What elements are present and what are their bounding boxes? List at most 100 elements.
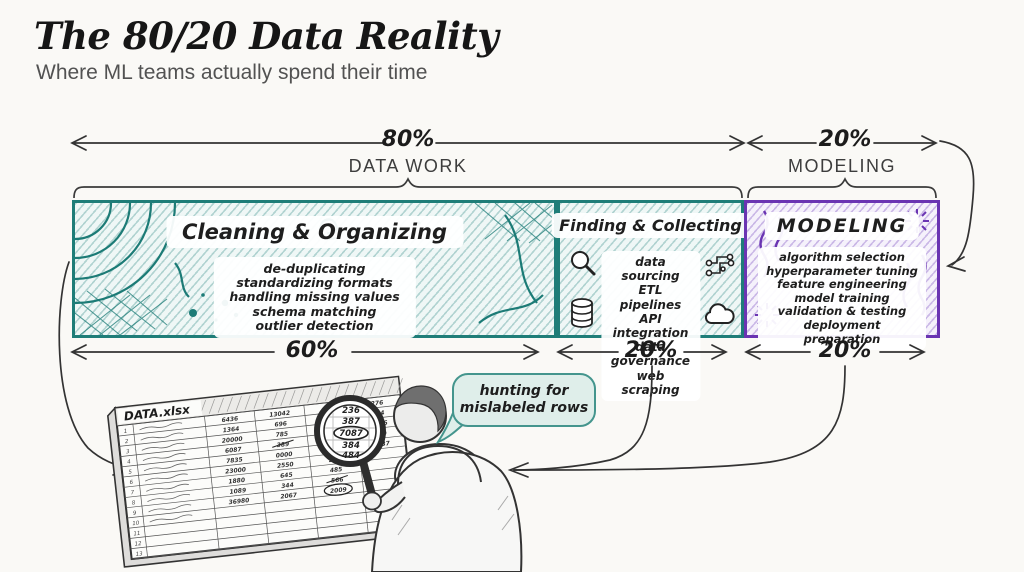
database-icon [571, 298, 593, 328]
svg-text:566: 566 [331, 476, 344, 484]
svg-text:8: 8 [132, 500, 137, 506]
svg-text:36980: 36980 [228, 497, 250, 506]
person-illustration [370, 385, 523, 572]
hood-collar [397, 444, 482, 485]
svg-text:236: 236 [342, 406, 360, 416]
svg-text:11: 11 [133, 531, 141, 538]
arrow-20-percent-bottom-middle [556, 344, 728, 360]
section-title-finding: Finding & Collecting [551, 213, 750, 238]
svg-text:1364: 1364 [222, 426, 239, 435]
page-title: The 80/20 Data Reality [34, 14, 499, 58]
svg-text:645: 645 [280, 472, 293, 480]
svg-text:344: 344 [281, 482, 294, 490]
svg-text:23000: 23000 [225, 466, 247, 475]
top-percent-modeling: 20% [818, 127, 872, 152]
svg-text:12: 12 [134, 541, 142, 548]
magnifying-glass: 236 387 7087 384 484 [314, 395, 386, 511]
svg-text:13042: 13042 [269, 410, 291, 419]
svg-text:4: 4 [127, 459, 132, 465]
item: handling missing values [229, 289, 400, 305]
svg-text:9: 9 [133, 510, 138, 516]
svg-text:2009: 2009 [330, 486, 347, 495]
svg-text:1880: 1880 [228, 477, 245, 486]
arrow-20-percent-top [746, 135, 975, 272]
svg-text:6: 6 [129, 480, 134, 486]
svg-text:0000: 0000 [276, 451, 293, 460]
section-items-finding: data sourcing ETL pipelines API integrat… [600, 251, 701, 402]
item: deployment preparation [803, 317, 881, 346]
item: outlier detection [255, 317, 374, 333]
curve-to-modeling-box [939, 140, 975, 266]
speech-bubble: hunting for mislabeled rows [452, 373, 596, 427]
bottom-percent-60: 60% [285, 338, 339, 363]
svg-text:384: 384 [342, 441, 360, 451]
svg-text:10: 10 [132, 520, 140, 527]
item: model training [794, 290, 890, 305]
circled-value-ring [333, 425, 369, 441]
arrow-80-percent [70, 135, 746, 151]
bottom-percent-20-middle: 20% [624, 338, 678, 363]
svg-text:696: 696 [274, 420, 287, 428]
svg-text:5: 5 [128, 469, 133, 475]
svg-text:7087: 7087 [339, 429, 363, 439]
section-items-cleaning: de-duplicating standardizing formats han… [213, 257, 416, 339]
svg-text:484: 484 [341, 451, 360, 461]
svg-text:485: 485 [330, 466, 343, 474]
svg-text:13: 13 [135, 551, 143, 558]
brace-data-work [73, 177, 743, 199]
svg-text:20000: 20000 [221, 436, 243, 445]
page-subtitle: Where ML teams actually spend their time [36, 61, 428, 84]
connector-bottom-curves [507, 365, 846, 478]
item: hyperparameter tuning [766, 263, 918, 278]
hand [362, 491, 382, 511]
svg-text:785: 785 [275, 431, 288, 439]
item: standardizing formats [236, 275, 393, 291]
top-label-data-work: DATA WORK [348, 156, 468, 176]
svg-text:6436: 6436 [221, 415, 238, 424]
svg-text:2550: 2550 [277, 461, 294, 470]
svg-text:276: 276 [370, 399, 383, 407]
section-title-modeling: MODELING [764, 212, 920, 240]
svg-text:2067: 2067 [280, 492, 298, 501]
sheet-grid: 1643613042200276213646961081184320000785… [114, 376, 415, 560]
section-modeling: MODELING algorithm selection hyperparame… [744, 200, 940, 351]
arrow-60-percent [70, 344, 540, 360]
svg-text:1: 1 [124, 429, 128, 435]
cloud-icon [704, 303, 735, 324]
hair [394, 385, 447, 433]
top-label-modeling: MODELING [787, 156, 896, 176]
item: data sourcing [621, 255, 680, 284]
speech-line-1: hunting for [479, 383, 569, 399]
shading [391, 495, 515, 536]
svg-text:2: 2 [125, 439, 130, 445]
section-finding-collecting: Finding & Collecting data sourcing ETL p… [551, 200, 750, 402]
svg-text:1089: 1089 [229, 487, 246, 496]
magnifier-icon [571, 251, 596, 276]
svg-text:7835: 7835 [226, 456, 243, 465]
item: ETL pipelines [619, 283, 682, 312]
bottom-percent-20-right: 20% [818, 338, 872, 363]
speech-line-2: mislabeled rows [459, 400, 589, 416]
svg-text:6087: 6087 [225, 446, 243, 455]
item: feature engineering [777, 277, 907, 292]
item: de-duplicating [263, 261, 366, 276]
item: algorithm selection [779, 250, 905, 264]
crosshatch-doodle [75, 203, 554, 335]
item: validation & testing [777, 304, 907, 319]
svg-text:387: 387 [342, 417, 360, 427]
section-title-cleaning: Cleaning & Organizing [165, 216, 464, 248]
top-percent-data-work: 80% [381, 127, 435, 152]
item: data governance [610, 340, 691, 369]
section-items-modeling: algorithm selection hyperparameter tunin… [758, 247, 926, 351]
network-icon [705, 253, 735, 277]
svg-text:3: 3 [126, 449, 131, 455]
lens-values: 236 387 7087 384 484 [339, 406, 363, 461]
section-cleaning-organizing: Cleaning & Organizing de-duplicating sta… [72, 200, 557, 339]
svg-text:7: 7 [130, 490, 135, 496]
item: schema matching [252, 303, 377, 319]
item: API integration [612, 311, 689, 341]
svg-text:389: 389 [276, 441, 289, 449]
arrow-20-percent-bottom-right [744, 344, 926, 360]
